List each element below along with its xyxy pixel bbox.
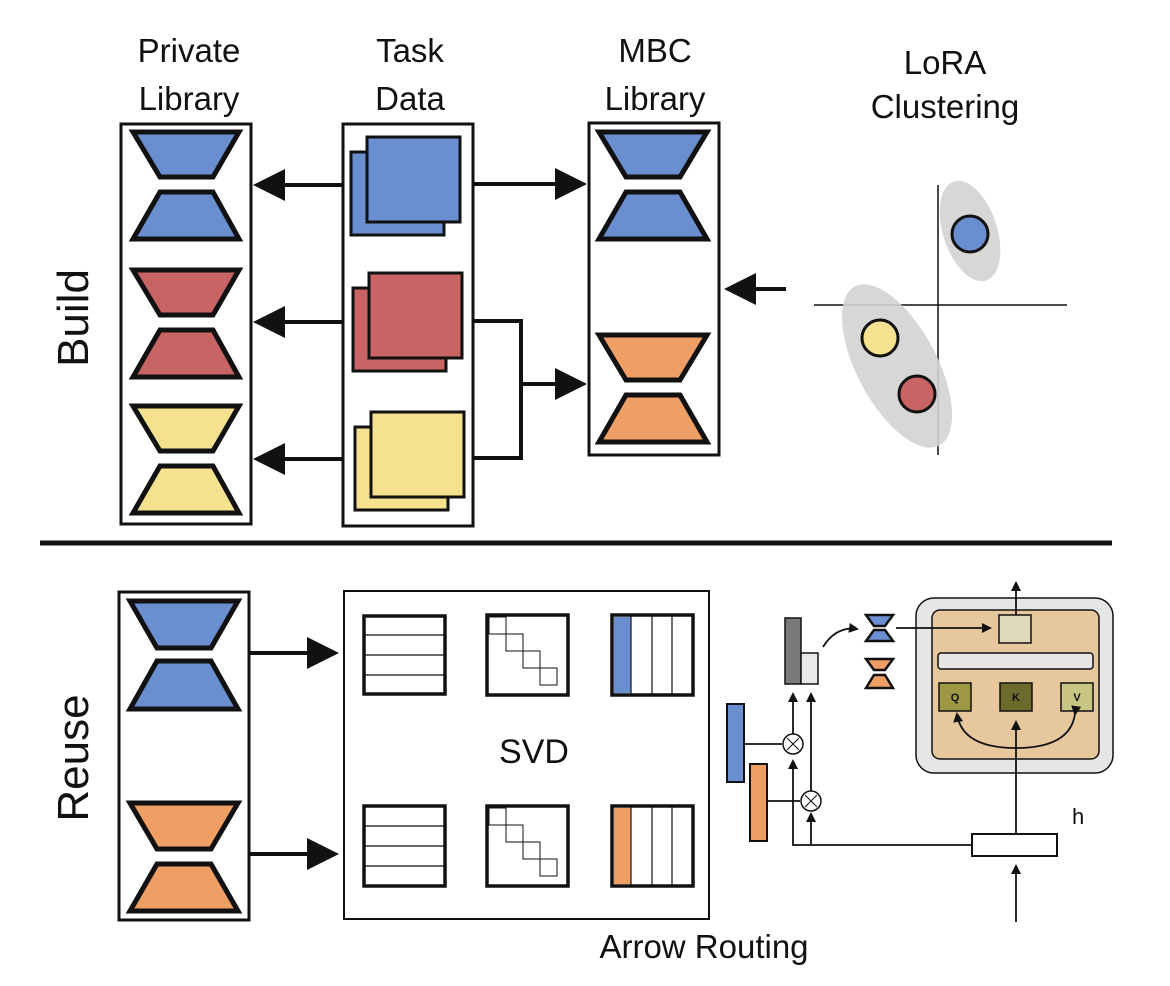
svd-u-matrix-top [362,614,447,696]
arrow-routing-label: Arrow Routing [599,928,808,965]
private-lora-yellow [128,403,244,516]
svd-label: SVD [499,733,569,771]
cluster-point-yellow [860,318,900,358]
reuse-lora-panel [117,590,251,922]
task-to-private-arrows [253,169,343,475]
svg-text:Q: Q [951,692,960,704]
value-box: V [1060,682,1094,712]
reuse-section-label: Reuse [49,694,98,821]
svd-v-matrix-top [610,613,695,697]
prototype-vector-orange [749,763,768,842]
query-box: Q [938,682,972,712]
routing-mechanism: h [726,613,1084,922]
routing-score-bars [784,617,819,685]
multiply-node-orange [800,790,822,812]
mbc-lora-blue [594,129,712,242]
task-data-red [351,271,464,373]
svg-text:V: V [1073,692,1081,704]
candidate-lora-orange [863,657,896,690]
svd-u-matrix-bottom [362,804,447,888]
private-lora-red [128,267,244,380]
lora-clustering-header-line2: Clustering [871,88,1020,125]
routing-selection-arrow [822,622,859,648]
mbc-library-header-line1: MBC [618,32,691,69]
private-library-panel [119,122,253,526]
svd-panel: SVD [343,590,710,920]
reuse-lora-orange [125,800,243,914]
attention-block: Q K V [896,581,1114,834]
svd-v-matrix-bottom [610,804,695,888]
selected-lora-blue [863,613,896,643]
mbc-library-panel [587,121,721,457]
hidden-state-vector [971,833,1058,857]
attention-concat-bar [937,652,1094,670]
lora-clustering-plot [814,180,1067,455]
task-data-header-line2: Data [375,80,445,117]
task-to-mbc-arrows [473,168,587,460]
lora-clustering-header-line1: LoRA [904,44,987,81]
prototype-vector-blue [726,703,745,783]
attention-output-box [998,614,1032,644]
task-data-header-line1: Task [376,32,444,69]
multiply-node-blue [782,733,804,755]
mbc-lora-orange [594,332,712,445]
task-data-panel [341,122,475,528]
task-data-blue [349,135,462,237]
private-lora-blue [128,129,244,242]
private-library-header-line2: Library [139,80,240,117]
lora-to-svd-arrows [249,637,339,870]
build-section-label: Build [49,269,98,367]
private-library-header-line1: Private [138,32,241,69]
key-box: K [999,682,1033,712]
hidden-state-label: h [1072,804,1084,829]
svg-text:K: K [1012,692,1020,704]
mbc-library-header-line2: Library [605,80,706,117]
svd-sigma-matrix-bottom [485,804,570,888]
task-data-yellow [353,410,466,512]
reuse-lora-blue [125,598,243,712]
cluster-point-red [897,374,937,414]
svd-sigma-matrix-top [485,613,570,697]
cluster-point-blue [950,214,990,254]
cluster-blob-large [841,284,953,448]
